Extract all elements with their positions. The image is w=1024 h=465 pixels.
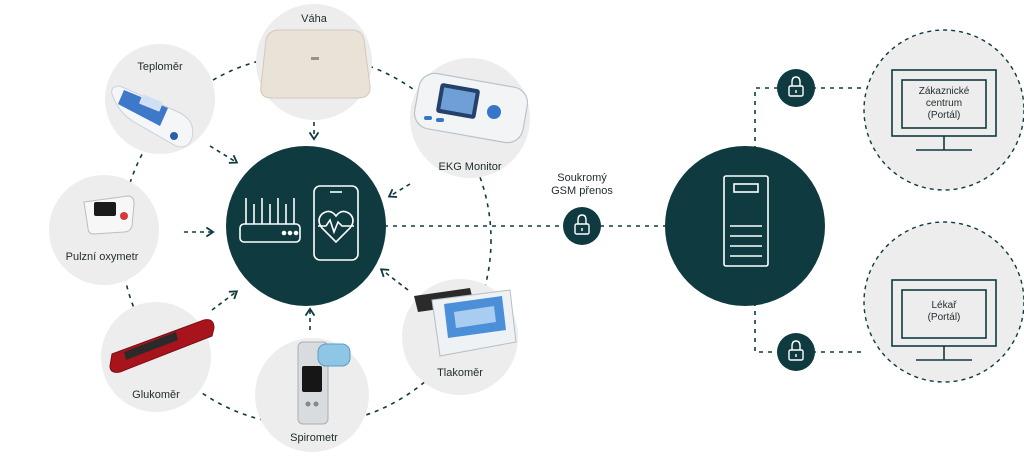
- label-ekg: EKG Monitor: [438, 161, 502, 173]
- portal-doctor: [863, 221, 1024, 383]
- glucometer-image: [109, 319, 215, 373]
- portal-doctor-line1: Lékař: [931, 300, 957, 311]
- gsm-label-line1: Soukromý: [557, 172, 607, 184]
- portal-lock-bottom: [777, 333, 815, 371]
- scale-image: [260, 29, 371, 99]
- server-link-top: [754, 87, 780, 150]
- smartphone-heart-icon: [313, 185, 359, 261]
- server: [665, 146, 825, 306]
- label-tlakomer: Tlakoměr: [437, 367, 483, 379]
- monitor-icon: [891, 279, 997, 361]
- server-icon: [723, 175, 769, 267]
- portal-doctor-text: Lékař (Portál): [928, 300, 961, 324]
- label-oxymetr: Pulzní oxymetr: [65, 251, 139, 263]
- label-teplomer: Teploměr: [137, 61, 183, 73]
- label-glukomer: Glukoměr: [132, 389, 180, 401]
- device-arrows: [184, 114, 411, 330]
- router-icon: [239, 198, 301, 243]
- gsm-lock: [563, 207, 601, 245]
- portal-customer-line1: Zákaznické: [918, 86, 970, 97]
- device-glukomer: [101, 302, 215, 412]
- label-vaha: Váha: [301, 13, 327, 25]
- thermometer-image: [111, 85, 194, 148]
- spirometer-image: [297, 341, 351, 425]
- device-oxymetr: [49, 175, 159, 285]
- blood-pressure-image: [414, 288, 517, 357]
- oximeter-image: [83, 195, 135, 235]
- device-spirometr: [255, 338, 369, 452]
- device-vaha: [256, 4, 372, 120]
- label-spirometr: Spirometr: [290, 432, 338, 444]
- device-ekg: [410, 58, 530, 178]
- monitor-icon: [891, 69, 997, 151]
- device-teplomer: [105, 44, 215, 154]
- gsm-label: Soukromý GSM přenos: [551, 172, 613, 198]
- portal-customer-line3: (Portál): [927, 110, 961, 121]
- device-tlakomer: [402, 279, 518, 395]
- hub: [226, 146, 386, 306]
- portal-lock-top: [777, 69, 815, 107]
- portal-customer-text: Zákaznické centrum (Portál): [919, 86, 970, 122]
- lock-icon: [788, 340, 804, 361]
- portal-customer-line2: centrum: [925, 98, 963, 109]
- gsm-label-line2: GSM přenos: [551, 185, 613, 197]
- portal-customer: [863, 29, 1024, 191]
- ekg-image: [413, 72, 529, 144]
- portal-doctor-line2: (Portál): [927, 312, 961, 323]
- lock-icon: [574, 214, 590, 235]
- lock-icon: [788, 76, 804, 97]
- server-link-bottom: [754, 302, 780, 353]
